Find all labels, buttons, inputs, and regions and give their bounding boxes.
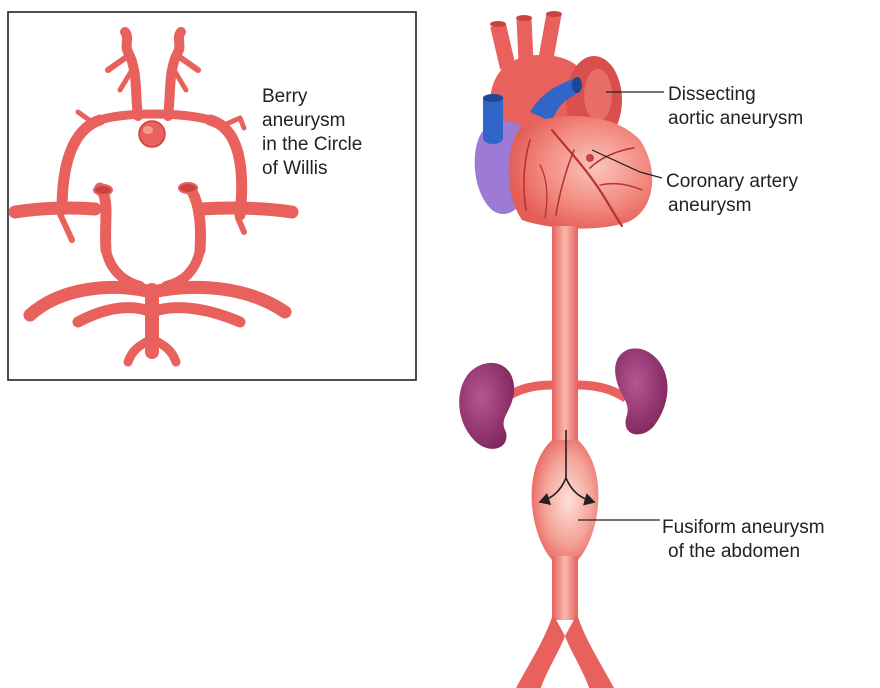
fusiform-label-line-1: Fusiform aneurysm [662,516,825,540]
berry-label-line-3: in the Circle [262,133,362,157]
coronary-label-line-2: aneurysm [666,194,798,218]
kidney-right [615,348,667,434]
vena-cava-opening [483,94,503,102]
vessel-opening-3 [546,11,562,17]
superior-vena-cava [483,98,503,144]
dissecting-aneurysm-label: Dissecting aortic aneurysm [668,83,803,131]
coronary-label-line-1: Coronary artery [666,170,798,194]
circle-of-willis-panel [8,12,416,380]
kidney-left [459,363,514,449]
panel-frame [8,12,416,380]
berry-label-line-2: aneurysm [262,109,362,133]
berry-highlight [143,126,153,134]
heart-aorta-figure [459,11,667,688]
heart-ventricles [509,116,652,229]
vessel-opening-2 [516,15,532,21]
fusiform-label-line-2: of the abdomen [662,540,825,564]
vessel-end-left [94,185,112,195]
pulmonary-opening [572,77,582,93]
coronary-aneurysm-label: Coronary artery aneurysm [666,170,798,218]
middle-cerebral-left [15,208,95,212]
dissecting-label-line-2: aortic aneurysm [668,107,803,131]
coronary-aneurysm [586,154,594,162]
berry-aneurysm-label: Berry aneurysm in the Circle of Willis [262,85,362,181]
berry-aneurysm [139,121,165,147]
middle-cerebral-right [200,208,292,212]
dissecting-label-line-1: Dissecting [668,83,803,107]
dissecting-highlight [584,69,612,121]
fusiform-aneurysm-label: Fusiform aneurysm of the abdomen [662,516,825,564]
lower-aorta [552,556,578,620]
left-carotid-artery [524,18,526,62]
descending-aorta [552,226,578,448]
berry-label-line-4: of Willis [262,157,362,181]
carotid-stub-left [100,188,106,250]
iliac-left [515,614,565,688]
iliac-right [565,614,615,688]
vessel-end-right [179,183,197,193]
vessel-opening-1 [490,21,506,27]
brachiocephalic-artery [498,25,508,68]
berry-label-line-1: Berry [262,85,362,109]
